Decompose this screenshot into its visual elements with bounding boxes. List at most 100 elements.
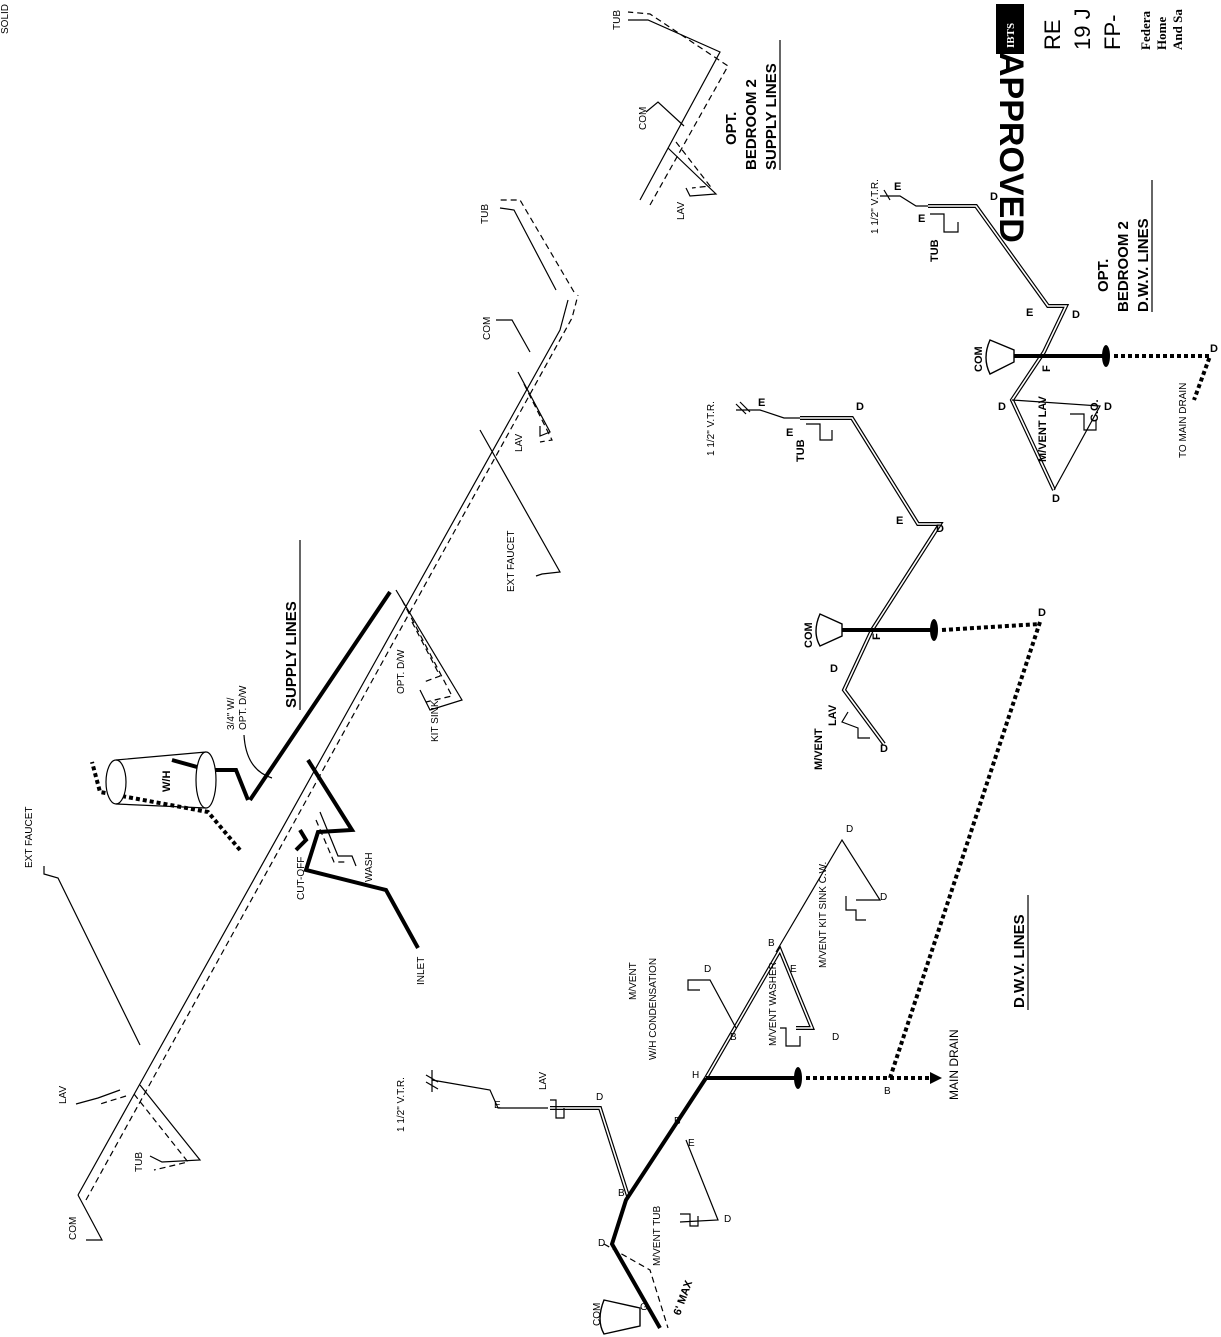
dwv-vent-top [425,1070,439,1092]
mid-letter: E [896,515,903,527]
supply-washer-hot [315,819,346,863]
supply-inlet-line [303,758,420,949]
approval-stamp: IBTS RE 19 J FP- Federa Home And Sa APPR… [992,4,1185,243]
heading-opt-bedroom2-dwv-opt: OPT. [1095,259,1112,292]
b2dwv-letter: D [990,191,998,203]
heading-opt-bedroom2-supply-opt: OPT. [723,112,740,145]
dwv-letter: B [674,1116,681,1127]
mid-label-mvent: M/VENT [813,728,825,770]
dwv-letter: D [846,824,853,835]
dwv-label-max: 6' MAX [672,1278,696,1317]
approval-rev: RE [1040,19,1065,50]
supply-com-right [496,319,531,353]
dwv-lav-stack-outer [550,1106,630,1197]
dwv-letter: H [692,1070,699,1081]
dwv-label-mvent: M/VENT [628,962,639,1000]
supply-wh-branch [171,758,250,801]
b2dwv-com [985,339,1015,375]
label-inlet: INLET [416,957,427,985]
approval-org-line2: Home [1154,17,1169,50]
section-headings: SUPPLY LINES D.W.V. LINES OPT. BEDROOM 2… [283,40,1153,1010]
b2dwv-tub-trap [930,213,959,233]
dwv-kit-trap [845,896,866,921]
label-lav-left: LAV [58,1086,69,1104]
supply-cold-trunk [77,299,569,1196]
mid-label-vtr: 1 1/2" V.T.R. [706,401,717,456]
b2-supply-lav-cold [667,147,718,197]
label-opt-dw: OPT. D/W [396,649,407,694]
dwv-label-wh-condensation: W/H CONDENSATION [648,958,659,1060]
mid-letter: D [830,663,838,675]
dwv-cleanout-plug [794,1067,802,1089]
label-tub-left: TUB [134,1152,145,1172]
b2dwv-cleanout-plug [1102,345,1110,367]
supply-extfaucet-right [479,429,561,577]
dwv-fitting-letters: E D B B E D G D H B D B E D D D B [494,824,891,1313]
dwv-label-main-drain: MAIN DRAIN [947,1029,961,1100]
b2dwv-vent-top [880,189,928,207]
b2-label-com: COM [638,107,649,130]
dwv-letter: E [688,1138,695,1149]
dwv-label-vtr: 1 1/2" V.T.R. [396,1077,407,1132]
b2dwv-label-to-main-drain: TO MAIN DRAIN [1178,383,1189,458]
label-lav-right: LAV [514,434,525,452]
supply-wh-hot-out [90,761,242,852]
supply-tub-right-hot [500,199,575,293]
label-tub-right: TUB [480,204,491,224]
label-three-quarter-optdw: OPT. D/W [238,685,249,730]
b2dwv-letter: E [918,213,925,225]
corner-label: SOLID [0,4,11,34]
supply-kitsink-cold [395,589,463,711]
mid-cleanout-plug [930,619,938,641]
mid-letter: D [1038,607,1046,619]
dwv-letter: B [730,1032,737,1043]
label-ext-faucet-right: EXT FAUCET [506,531,517,593]
dwv-label-lav: LAV [538,1072,549,1090]
dwv-letter: G [640,1302,648,1313]
dwv-tub-trap [680,1213,699,1227]
supply-tub-left-hot [133,1093,190,1171]
supply-tub-right-cold [499,207,557,291]
b2dwv-label-mvent-lav: M/VENT LAV [1037,396,1049,462]
dwv-washer-trap [780,1027,801,1047]
label-three-quarter: 3/4" W/ [226,697,237,730]
label-com-right: COM [482,317,493,340]
label-com-left: COM [68,1217,79,1240]
approval-org-line1: Federa [1138,11,1153,50]
mid-letter: D [936,523,944,535]
approval-org-line3: And Sa [1170,9,1185,50]
dwv-letter: B [884,1086,891,1097]
b2dwv-lav-trap [1070,413,1097,431]
dwv-lav-trap [550,1099,565,1119]
mid-letter: D [880,743,888,755]
dwv-main-diagram: 1 1/2" V.T.R. LAV COM M/VENT TUB 6' MAX … [396,621,1042,1335]
label-wash: WASH [364,852,375,882]
heading-dwv-lines: D.W.V. LINES [1011,914,1028,1008]
supply-hot-trunk [85,294,579,1201]
b2-supply-lav-hot [675,141,712,189]
mid-letter: E [758,397,765,409]
approved-mark: APPROVED [992,52,1030,243]
dwv-lav-stack-inner [550,1107,629,1197]
dwv-letter: D [598,1238,605,1249]
supply-lav-right-cold [517,371,551,437]
b2dwv-label-com: COM [973,346,985,372]
b2dwv-letter: D [1052,493,1060,505]
mid-tub-trap [806,423,833,441]
leader-three-quarter [243,734,273,779]
ibts-logo [996,4,1024,54]
supply-lines-diagram: W/H EXT FAUCET LAV TUB COM CUT-OFF INLET… [24,199,579,1241]
mid-lav-trap [841,711,870,739]
b2dwv-label-co: C.O. [1089,399,1101,422]
b2dwv-letter: D [1072,309,1080,321]
dwv-letter: B [618,1188,625,1199]
heading-opt-bedroom2-supply-bedroom: BEDROOM 2 [743,79,760,170]
dwv-com-toilet [599,1299,641,1335]
label-ext-faucet-left: EXT FAUCET [24,807,35,869]
dwv-letter: D [704,964,711,975]
mid-letter: D [856,401,864,413]
b2dwv-drain-dotted [1114,354,1213,401]
supply-washer-cold [319,811,357,867]
mid-stack-inner [800,417,942,745]
